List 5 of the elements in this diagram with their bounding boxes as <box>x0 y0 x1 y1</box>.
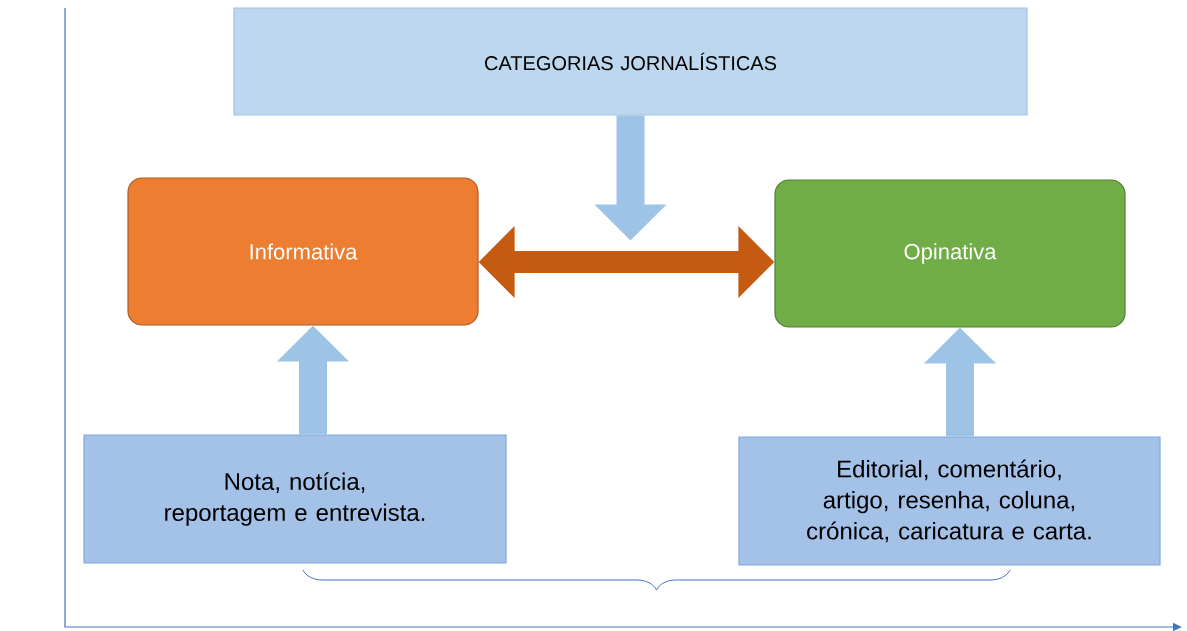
examples-box: Nota, notícia, reportagem e entrevista. <box>83 434 507 564</box>
category-box: Opinativa <box>774 179 1126 328</box>
examples-box: Editorial, comentário, artigo, resenha, coluna, crónica, caricatura e carta. <box>738 436 1161 566</box>
category-box: Informativa <box>127 177 479 326</box>
title-box: CATEGORIAS JORNALÍSTICAS <box>233 7 1028 116</box>
